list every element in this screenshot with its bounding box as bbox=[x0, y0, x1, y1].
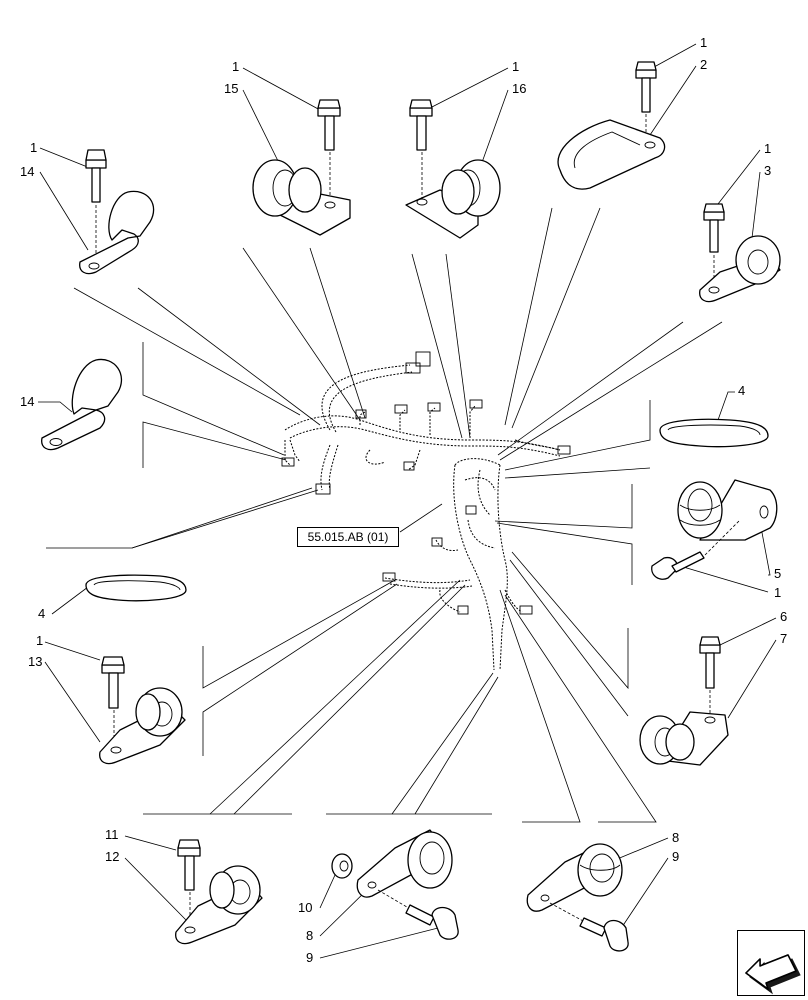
callout-4: 4 bbox=[38, 606, 45, 621]
clip-8-center bbox=[331, 829, 459, 940]
wiring-harness bbox=[281, 351, 571, 671]
arrow-left-icon bbox=[745, 954, 801, 995]
callout-3: 3 bbox=[764, 163, 771, 178]
callout-5: 5 bbox=[774, 566, 781, 581]
clip-13 bbox=[99, 656, 186, 765]
callout-15: 15 bbox=[224, 81, 238, 96]
callout-1: 1 bbox=[232, 59, 239, 74]
clip-16 bbox=[405, 99, 501, 239]
clip-5 bbox=[651, 479, 778, 580]
callout-14: 14 bbox=[20, 164, 34, 179]
callout-10: 10 bbox=[298, 900, 312, 915]
reference-label[interactable]: 55.015.AB (01) bbox=[297, 527, 399, 547]
callout-labels: 1 14 1 15 1 16 1 2 1 3 14 4 4 5 1 6 7 1 … bbox=[20, 35, 787, 965]
callout-8: 8 bbox=[306, 928, 313, 943]
callout-1: 1 bbox=[512, 59, 519, 74]
callout-9: 9 bbox=[672, 849, 679, 864]
callout-1: 1 bbox=[764, 141, 771, 156]
callout-11: 11 bbox=[105, 827, 119, 842]
clip-14-top bbox=[79, 149, 155, 275]
nav-back-button[interactable] bbox=[737, 930, 805, 996]
callout-1: 1 bbox=[30, 140, 37, 155]
callout-9: 9 bbox=[306, 950, 313, 965]
callout-13: 13 bbox=[28, 654, 42, 669]
clip-2 bbox=[557, 61, 666, 190]
clip-7 bbox=[639, 636, 729, 766]
cable-tie-4-left bbox=[85, 574, 187, 602]
callout-2: 2 bbox=[700, 57, 707, 72]
leader-lines bbox=[38, 43, 777, 959]
callout-12: 12 bbox=[105, 849, 119, 864]
callout-1: 1 bbox=[774, 585, 781, 600]
clip-15 bbox=[252, 99, 351, 236]
callout-7: 7 bbox=[780, 631, 787, 646]
callout-16: 16 bbox=[512, 81, 526, 96]
callout-1: 1 bbox=[700, 35, 707, 50]
clip-8-right bbox=[526, 843, 629, 952]
callout-6: 6 bbox=[780, 609, 787, 624]
callout-8: 8 bbox=[672, 830, 679, 845]
callout-1: 1 bbox=[36, 633, 43, 648]
callout-4: 4 bbox=[738, 383, 745, 398]
clip-3 bbox=[699, 203, 781, 303]
cable-tie-4-right bbox=[659, 418, 769, 448]
clip-12 bbox=[175, 839, 263, 945]
callout-14: 14 bbox=[20, 394, 34, 409]
clip-14-left bbox=[41, 358, 123, 451]
